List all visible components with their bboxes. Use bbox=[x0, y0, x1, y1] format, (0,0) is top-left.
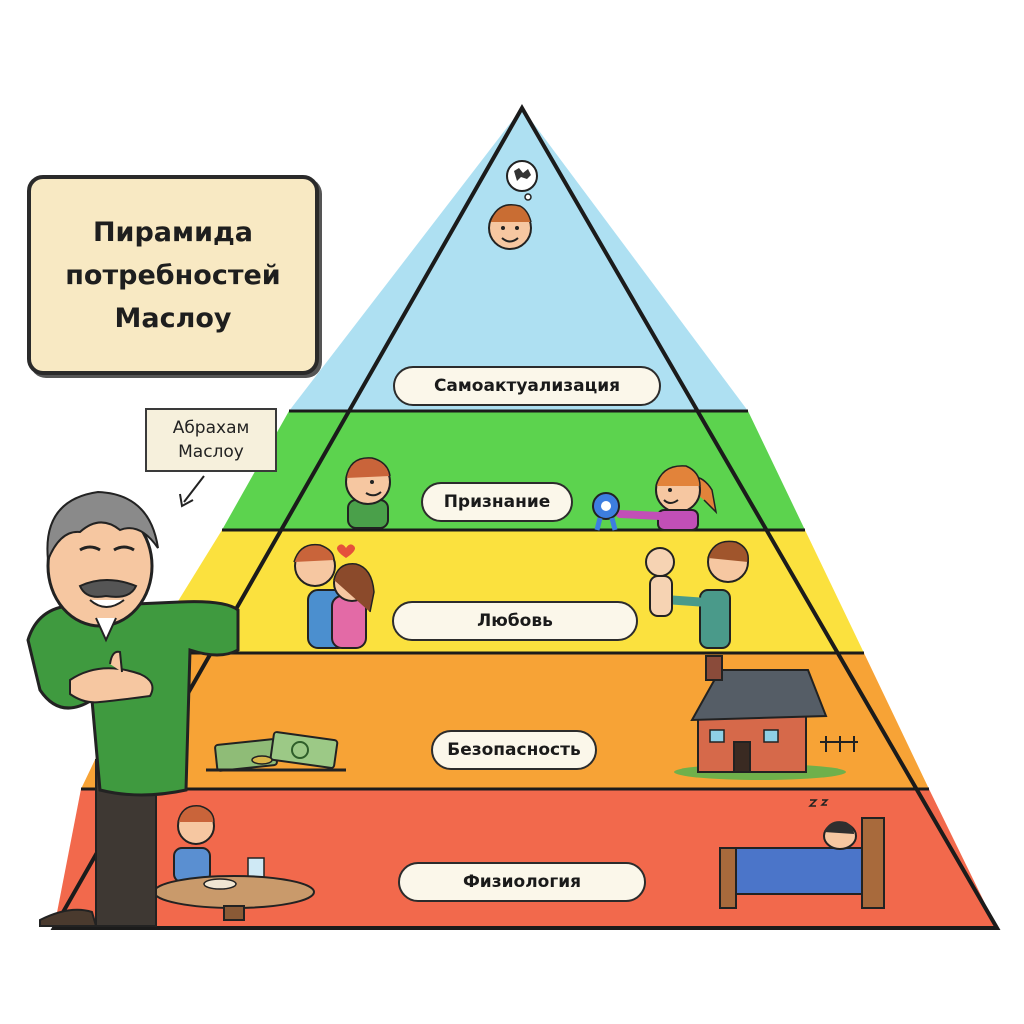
heart-icon bbox=[337, 544, 355, 558]
hugging-couple-icon bbox=[293, 543, 375, 649]
father-with-baby-icon bbox=[645, 540, 749, 649]
boy-eating-icon bbox=[173, 805, 265, 883]
name-line: Маслоу bbox=[178, 442, 244, 462]
boy-icon bbox=[345, 457, 391, 529]
money-icon bbox=[206, 731, 346, 772]
person-name-tag: Абрахам Маслоу bbox=[145, 408, 277, 472]
award-ribbon-icon bbox=[592, 492, 620, 531]
girl-with-award-icon bbox=[616, 465, 718, 531]
level-label-love: Любовь bbox=[392, 601, 638, 641]
title-line: потребностей bbox=[65, 259, 281, 291]
thought-bubble-icon bbox=[506, 160, 538, 201]
thinking-boy-icon bbox=[488, 160, 538, 250]
pointer-arrow bbox=[179, 475, 205, 508]
name-line: Абрахам bbox=[172, 418, 250, 438]
level-label-physiology: Физиология bbox=[398, 862, 646, 902]
band-self-actualization bbox=[289, 108, 748, 411]
level-label-self-actualization: Самоактуализация bbox=[393, 366, 661, 406]
sleeping-person-icon bbox=[808, 799, 857, 850]
title-line: Маслоу bbox=[114, 302, 232, 334]
pyramid-outline bbox=[50, 103, 1001, 930]
maslow-cartoon-icon bbox=[26, 490, 240, 927]
title-line: Пирамида bbox=[92, 216, 254, 248]
level-label-esteem: Признание bbox=[421, 482, 573, 522]
level-label-safety: Безопасность bbox=[431, 730, 597, 770]
house-icon bbox=[674, 655, 858, 780]
table-icon bbox=[153, 875, 315, 921]
title-box: Пирамида потребностей Маслоу bbox=[27, 175, 319, 375]
bed-icon bbox=[719, 817, 885, 909]
